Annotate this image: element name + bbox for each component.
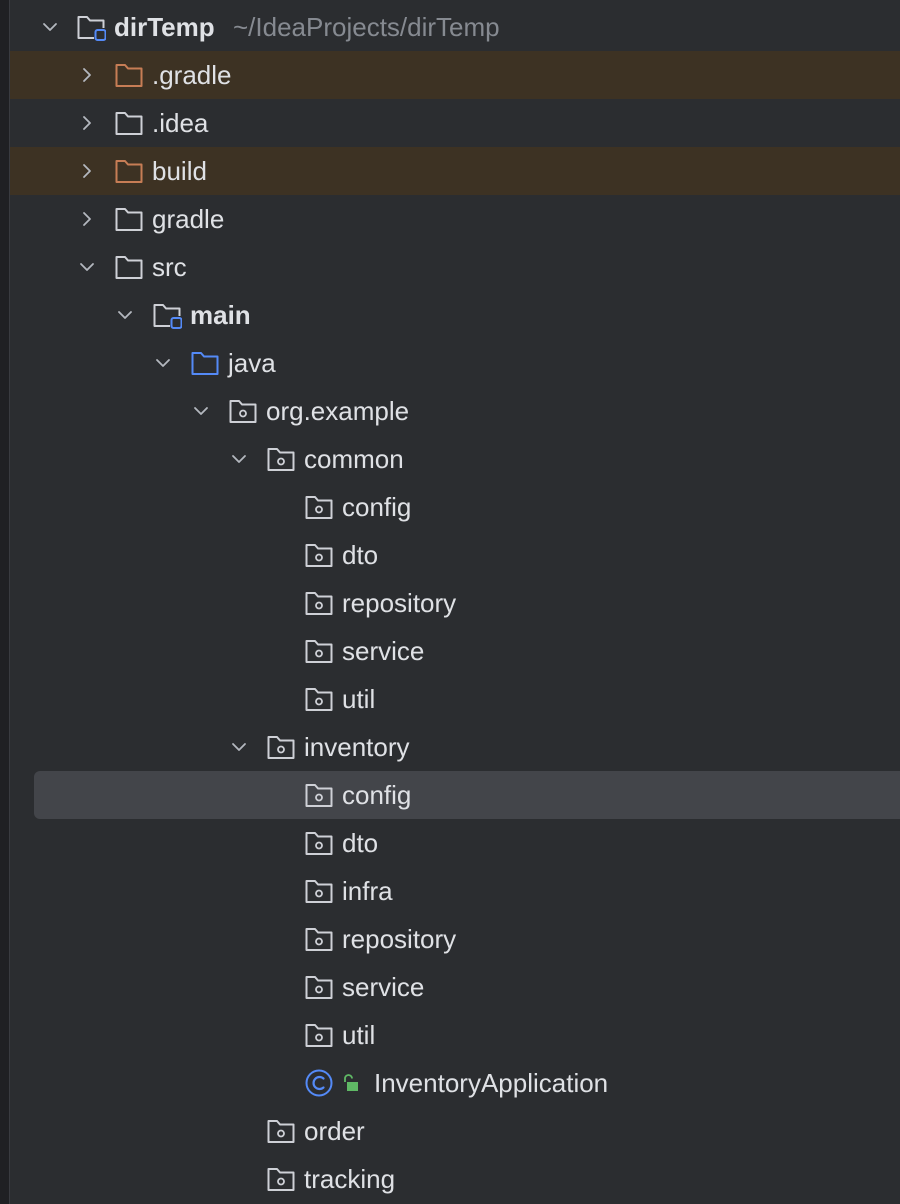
tree-label: order (304, 1116, 365, 1146)
project-path: ~/IdeaProjects/dirTemp (233, 12, 500, 42)
tree-label: dto (342, 828, 379, 858)
tree-label: infra (342, 876, 393, 906)
package-icon (304, 685, 334, 713)
package-icon (304, 877, 334, 905)
package-icon (266, 733, 296, 761)
tree-label: .idea (152, 108, 209, 138)
tree-row-inventory-config-selected[interactable]: config (34, 771, 900, 819)
tree-label: repository (342, 588, 457, 618)
tree-row-common[interactable]: common (10, 435, 900, 483)
tree-row-common-service[interactable]: service (10, 627, 900, 675)
tree-row-inventory-application[interactable]: InventoryApplication (10, 1059, 900, 1107)
package-icon (304, 925, 334, 953)
tree-row-gradle-hidden[interactable]: .gradle (10, 51, 900, 99)
tree-row-common-dto[interactable]: dto (10, 531, 900, 579)
excluded-folder-icon (114, 61, 144, 89)
chevron-down-icon[interactable] (40, 17, 60, 37)
tree-label: service (342, 636, 425, 666)
tree-label: util (342, 1020, 376, 1050)
project-name: dirTemp (114, 12, 215, 42)
package-icon (304, 493, 334, 521)
tree-label: org.example (266, 396, 410, 426)
chevron-right-icon[interactable] (77, 209, 97, 229)
class-icon (304, 1068, 334, 1098)
tree-row-gradle[interactable]: gradle (10, 195, 900, 243)
tree-row-src[interactable]: src (10, 243, 900, 291)
tree-row-common-config[interactable]: config (10, 483, 900, 531)
package-icon (304, 781, 334, 809)
tree-row-order[interactable]: order (10, 1107, 900, 1155)
package-icon (304, 541, 334, 569)
chevron-down-icon[interactable] (153, 353, 173, 373)
gutter-divider (9, 0, 10, 1204)
tree-row-idea[interactable]: .idea (10, 99, 900, 147)
package-icon (304, 829, 334, 857)
chevron-down-icon[interactable] (229, 737, 249, 757)
tree-label: tracking (304, 1164, 396, 1194)
excluded-folder-icon (114, 157, 144, 185)
tree-label: build (152, 156, 207, 186)
tree-label: config (342, 492, 412, 522)
package-icon (304, 1021, 334, 1049)
package-icon (304, 973, 334, 1001)
tree-label: config (342, 780, 412, 810)
tree-label: InventoryApplication (374, 1068, 609, 1098)
chevron-right-icon[interactable] (77, 65, 97, 85)
chevron-right-icon[interactable] (77, 113, 97, 133)
chevron-down-icon[interactable] (77, 257, 97, 277)
package-icon (228, 397, 258, 425)
tree-row-inventory[interactable]: inventory (10, 723, 900, 771)
tree-row-org-example[interactable]: org.example (10, 387, 900, 435)
tree-row-build[interactable]: build (10, 147, 900, 195)
package-icon (266, 1117, 296, 1145)
module-folder-icon (152, 301, 182, 329)
tree-label: src (152, 252, 187, 282)
tree-label: .gradle (152, 60, 232, 90)
tree-row-inventory-util[interactable]: util (10, 1011, 900, 1059)
tree-row-project-root[interactable]: dirTemp ~/IdeaProjects/dirTemp (10, 3, 900, 51)
tree-row-inventory-dto[interactable]: dto (10, 819, 900, 867)
package-icon (304, 589, 334, 617)
tree-label: repository (342, 924, 457, 954)
tree-row-common-util[interactable]: util (10, 675, 900, 723)
project-tree[interactable]: dirTemp ~/IdeaProjects/dirTemp .gradle .… (10, 3, 900, 1203)
chevron-down-icon[interactable] (191, 401, 211, 421)
tree-label: service (342, 972, 425, 1002)
tree-label: inventory (304, 732, 410, 762)
module-folder-icon (76, 13, 106, 41)
tree-row-inventory-infra[interactable]: infra (10, 867, 900, 915)
tree-row-tracking[interactable]: tracking (10, 1155, 900, 1203)
tree-row-common-repository[interactable]: repository (10, 579, 900, 627)
chevron-down-icon[interactable] (115, 305, 135, 325)
package-icon (304, 637, 334, 665)
chevron-down-icon[interactable] (229, 449, 249, 469)
package-icon (266, 445, 296, 473)
tree-row-inventory-repository[interactable]: repository (10, 915, 900, 963)
unlock-icon (340, 1073, 360, 1093)
folder-icon (114, 205, 144, 233)
tree-row-main[interactable]: main (10, 291, 900, 339)
tree-row-java[interactable]: java (10, 339, 900, 387)
tree-row-inventory-service[interactable]: service (10, 963, 900, 1011)
package-icon (266, 1165, 296, 1193)
chevron-right-icon[interactable] (77, 161, 97, 181)
tree-label: common (304, 444, 404, 474)
tree-label: util (342, 684, 376, 714)
gutter (0, 0, 10, 1204)
folder-icon (114, 109, 144, 137)
source-root-folder-icon (190, 349, 220, 377)
tree-label: main (190, 300, 251, 330)
tree-label: java (228, 348, 276, 378)
tree-label: gradle (152, 204, 225, 234)
folder-icon (114, 253, 144, 281)
tree-label: dto (342, 540, 379, 570)
